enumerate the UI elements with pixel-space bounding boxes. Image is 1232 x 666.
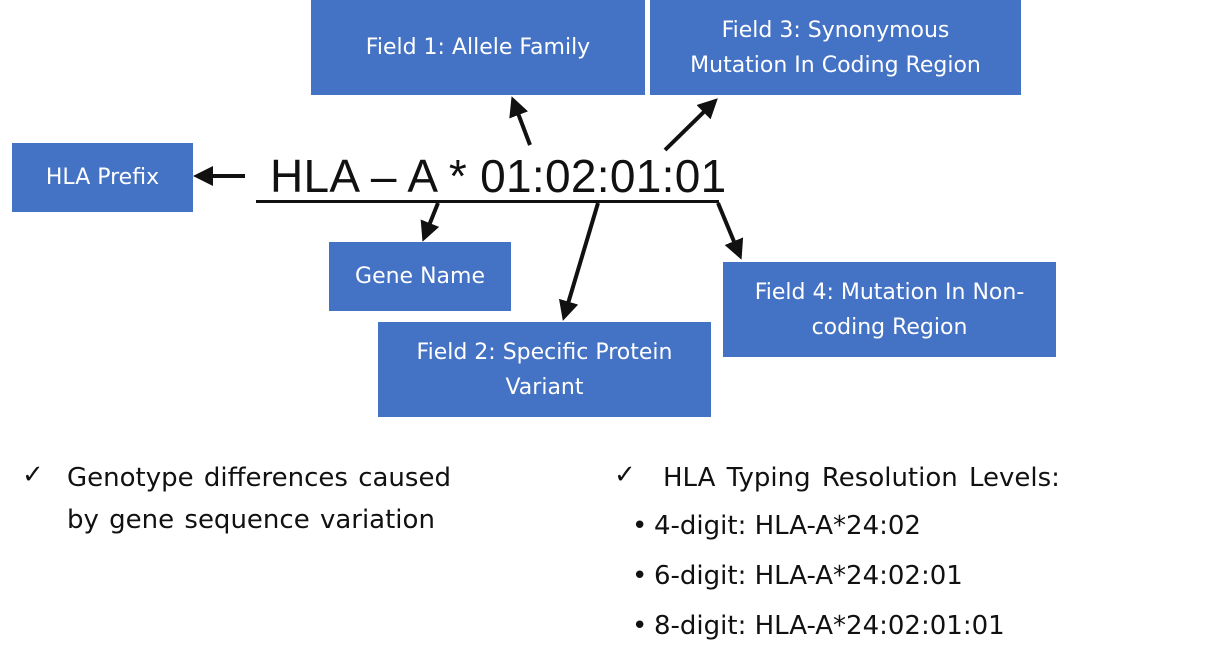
field-2-box: Field 2: Specific Protein Variant: [378, 322, 711, 417]
field-2-label: Field 2: Specific Protein Variant: [416, 339, 673, 400]
arrow-to-field-3: [663, 98, 718, 152]
gene-name-label: Gene Name: [355, 264, 485, 289]
arrow-to-field-4: [716, 202, 744, 260]
field-4-label: Field 4: Mutation In Non- coding Region: [754, 279, 1025, 340]
resolution-level-item: •8-digit: HLA-A*24:02:01:01: [632, 606, 1005, 646]
field-1-label: Field 1: Allele Family: [365, 35, 591, 60]
bullet-dot-icon: •: [632, 561, 648, 591]
bullet-dot-icon: •: [632, 511, 648, 541]
resolution-level-item: •6-digit: HLA-A*24:02:01: [632, 556, 963, 596]
resolution-level-item: •4-digit: HLA-A*24:02: [632, 506, 921, 546]
hla-prefix-label: HLA Prefix: [45, 165, 160, 190]
arrow-to-field-2: [558, 202, 600, 321]
hla-prefix-box: HLA Prefix: [12, 143, 193, 212]
check-mark-icon: ✓: [22, 460, 44, 490]
resolution-level-text: 6-digit: HLA-A*24:02:01: [654, 561, 963, 591]
arrow-to-field-1: [509, 96, 532, 146]
field-4-box: Field 4: Mutation In Non- coding Region: [723, 262, 1056, 357]
allele-underline: [256, 200, 719, 203]
gene-name-box: Gene Name: [329, 242, 511, 311]
arrow-to-gene-name: [420, 202, 440, 242]
resolution-level-text: 8-digit: HLA-A*24:02:01:01: [654, 611, 1005, 641]
resolution-level-text: 4-digit: HLA-A*24:02: [654, 511, 921, 541]
field-3-label: Field 3: Synonymous Mutation In Coding R…: [690, 17, 981, 78]
genotype-differences-text: Genotype differences caused by gene sequ…: [67, 463, 451, 535]
check-mark-icon: ✓: [614, 460, 636, 490]
field-1-box: Field 1: Allele Family: [311, 0, 645, 95]
resolution-levels-heading: HLA Typing Resolution Levels:: [663, 463, 1060, 493]
bullet-dot-icon: •: [632, 611, 648, 641]
field-3-box: Field 3: Synonymous Mutation In Coding R…: [650, 0, 1021, 95]
allele-name: HLA – A * 01:02:01:01: [270, 150, 727, 202]
